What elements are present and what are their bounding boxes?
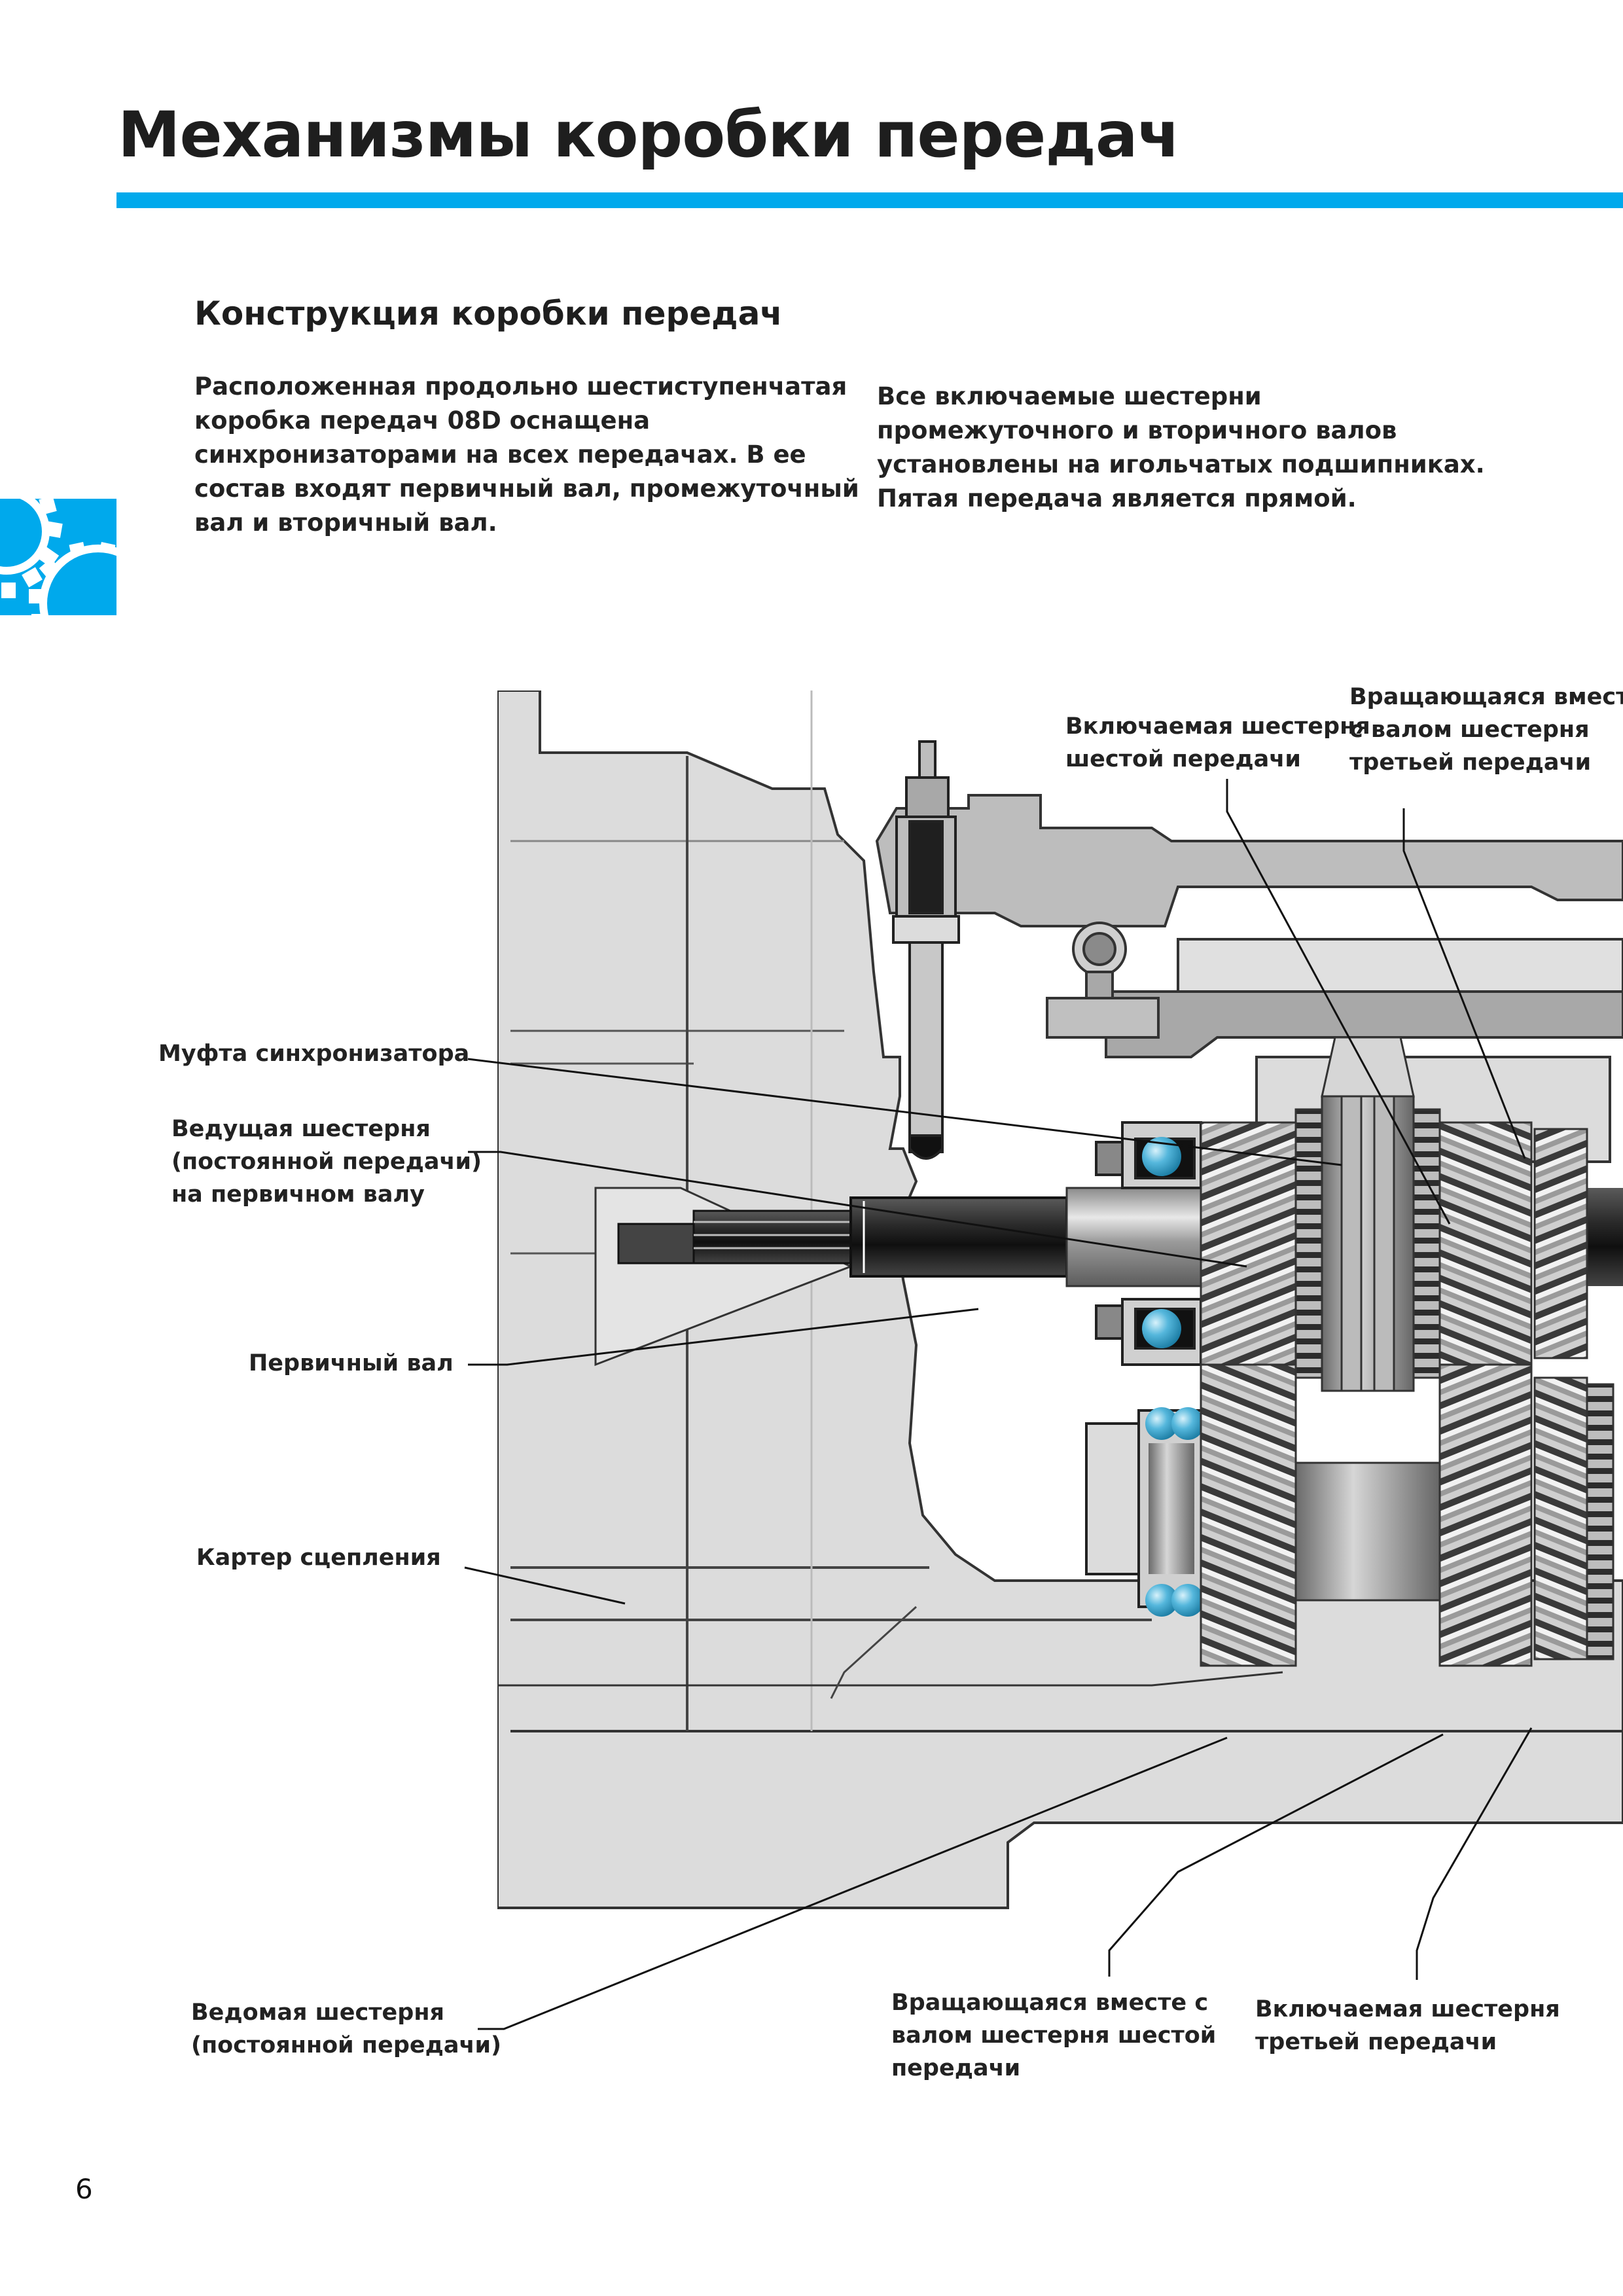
label-line: Ведущая шестерня bbox=[171, 1116, 431, 1142]
label-line: с валом шестерня bbox=[1349, 717, 1590, 743]
label-line: третьей передачи bbox=[1349, 749, 1592, 776]
label-sixth-gear-fixed: Вращающаяся вместе с валом шестерня шест… bbox=[891, 1986, 1216, 2085]
intro-paragraph-left: Расположенная продольно шестиступенчатая… bbox=[194, 370, 859, 540]
label-line: шестой передачи bbox=[1065, 746, 1301, 772]
selector-fork bbox=[1321, 1036, 1415, 1098]
label-line: Включаемая шестерня bbox=[1065, 713, 1370, 740]
text-line: вал и вторичный вал. bbox=[194, 509, 497, 537]
label-line: Муфта синхронизатора bbox=[158, 1041, 470, 1067]
label-line: Первичный вал bbox=[249, 1350, 454, 1376]
gearbox-cross-section bbox=[496, 689, 1623, 1947]
label-clutch-housing: Картер сцепления bbox=[196, 1541, 441, 1574]
label-line: на первичном валу bbox=[171, 1181, 425, 1208]
detent-mechanism bbox=[1046, 922, 1160, 1039]
label-third-gear-fixed: Вращающаяся вместе с валом шестерня трет… bbox=[1349, 681, 1623, 779]
label-line: Вращающаяся вместе с bbox=[891, 1990, 1209, 2016]
label-line: валом шестерня шестой bbox=[891, 2022, 1217, 2049]
label-line: Включаемая шестерня bbox=[1255, 1996, 1560, 2022]
intro-paragraph-right: Все включаемые шестерни промежуточного и… bbox=[877, 380, 1492, 516]
label-line: третьей передачи bbox=[1255, 2029, 1497, 2055]
label-third-gear-selectable: Включаемая шестерня третьей передачи bbox=[1255, 1993, 1560, 2058]
gearbox-illustration bbox=[496, 689, 1623, 1909]
label-line: (постоянной передачи) bbox=[171, 1149, 482, 1175]
text-line: коробка передач 08D оснащена bbox=[194, 406, 651, 435]
label-line: передачи bbox=[891, 2055, 1021, 2081]
text-line: Расположенная продольно шестиступенчатая bbox=[194, 372, 847, 401]
title-rule bbox=[116, 192, 1623, 208]
gears-icon bbox=[0, 499, 116, 615]
label-line: Вращающаяся вместе bbox=[1349, 684, 1623, 710]
shift-rod bbox=[892, 740, 960, 1160]
label-sixth-gear-selectable: Включаемая шестерня шестой передачи bbox=[1065, 710, 1370, 776]
label-line: (постоянной передачи) bbox=[191, 2032, 502, 2058]
side-badge bbox=[0, 499, 116, 615]
label-input-shaft: Первичный вал bbox=[249, 1347, 454, 1380]
text-line: синхронизаторами на всех передачах. В ее bbox=[194, 440, 806, 469]
label-synchronizer-sleeve: Муфта синхронизатора bbox=[158, 1037, 469, 1070]
label-line: Ведомая шестерня bbox=[191, 2000, 444, 2026]
text-line: установлены на игольчатых подшипниках. bbox=[877, 450, 1485, 478]
section-title: Конструкция коробки передач bbox=[194, 295, 783, 332]
label-driven-gear-constant: Ведомая шестерня (постоянной передачи) bbox=[191, 1996, 501, 2062]
output-shaft bbox=[1584, 1188, 1623, 1286]
text-line: состав входят первичный вал, промежуточн… bbox=[194, 475, 859, 503]
text-line: Все включаемые шестерни bbox=[877, 382, 1262, 410]
upper-gear-set bbox=[1200, 1095, 1588, 1392]
lower-gear-set bbox=[1200, 1363, 1614, 1667]
label-drive-gear-constant: Ведущая шестерня (постоянной передачи) н… bbox=[171, 1113, 482, 1211]
text-line: Пятая передача является прямой. bbox=[877, 484, 1357, 512]
countershaft-bearing bbox=[1085, 1407, 1205, 1617]
gearbox-casing-top bbox=[875, 794, 1623, 1163]
label-line: Картер сцепления bbox=[196, 1545, 441, 1571]
page-number: 6 bbox=[75, 2173, 93, 2205]
text-line: промежуточного и вторичного валов bbox=[877, 416, 1397, 444]
page-title: Механизмы коробки передач bbox=[118, 98, 1181, 171]
